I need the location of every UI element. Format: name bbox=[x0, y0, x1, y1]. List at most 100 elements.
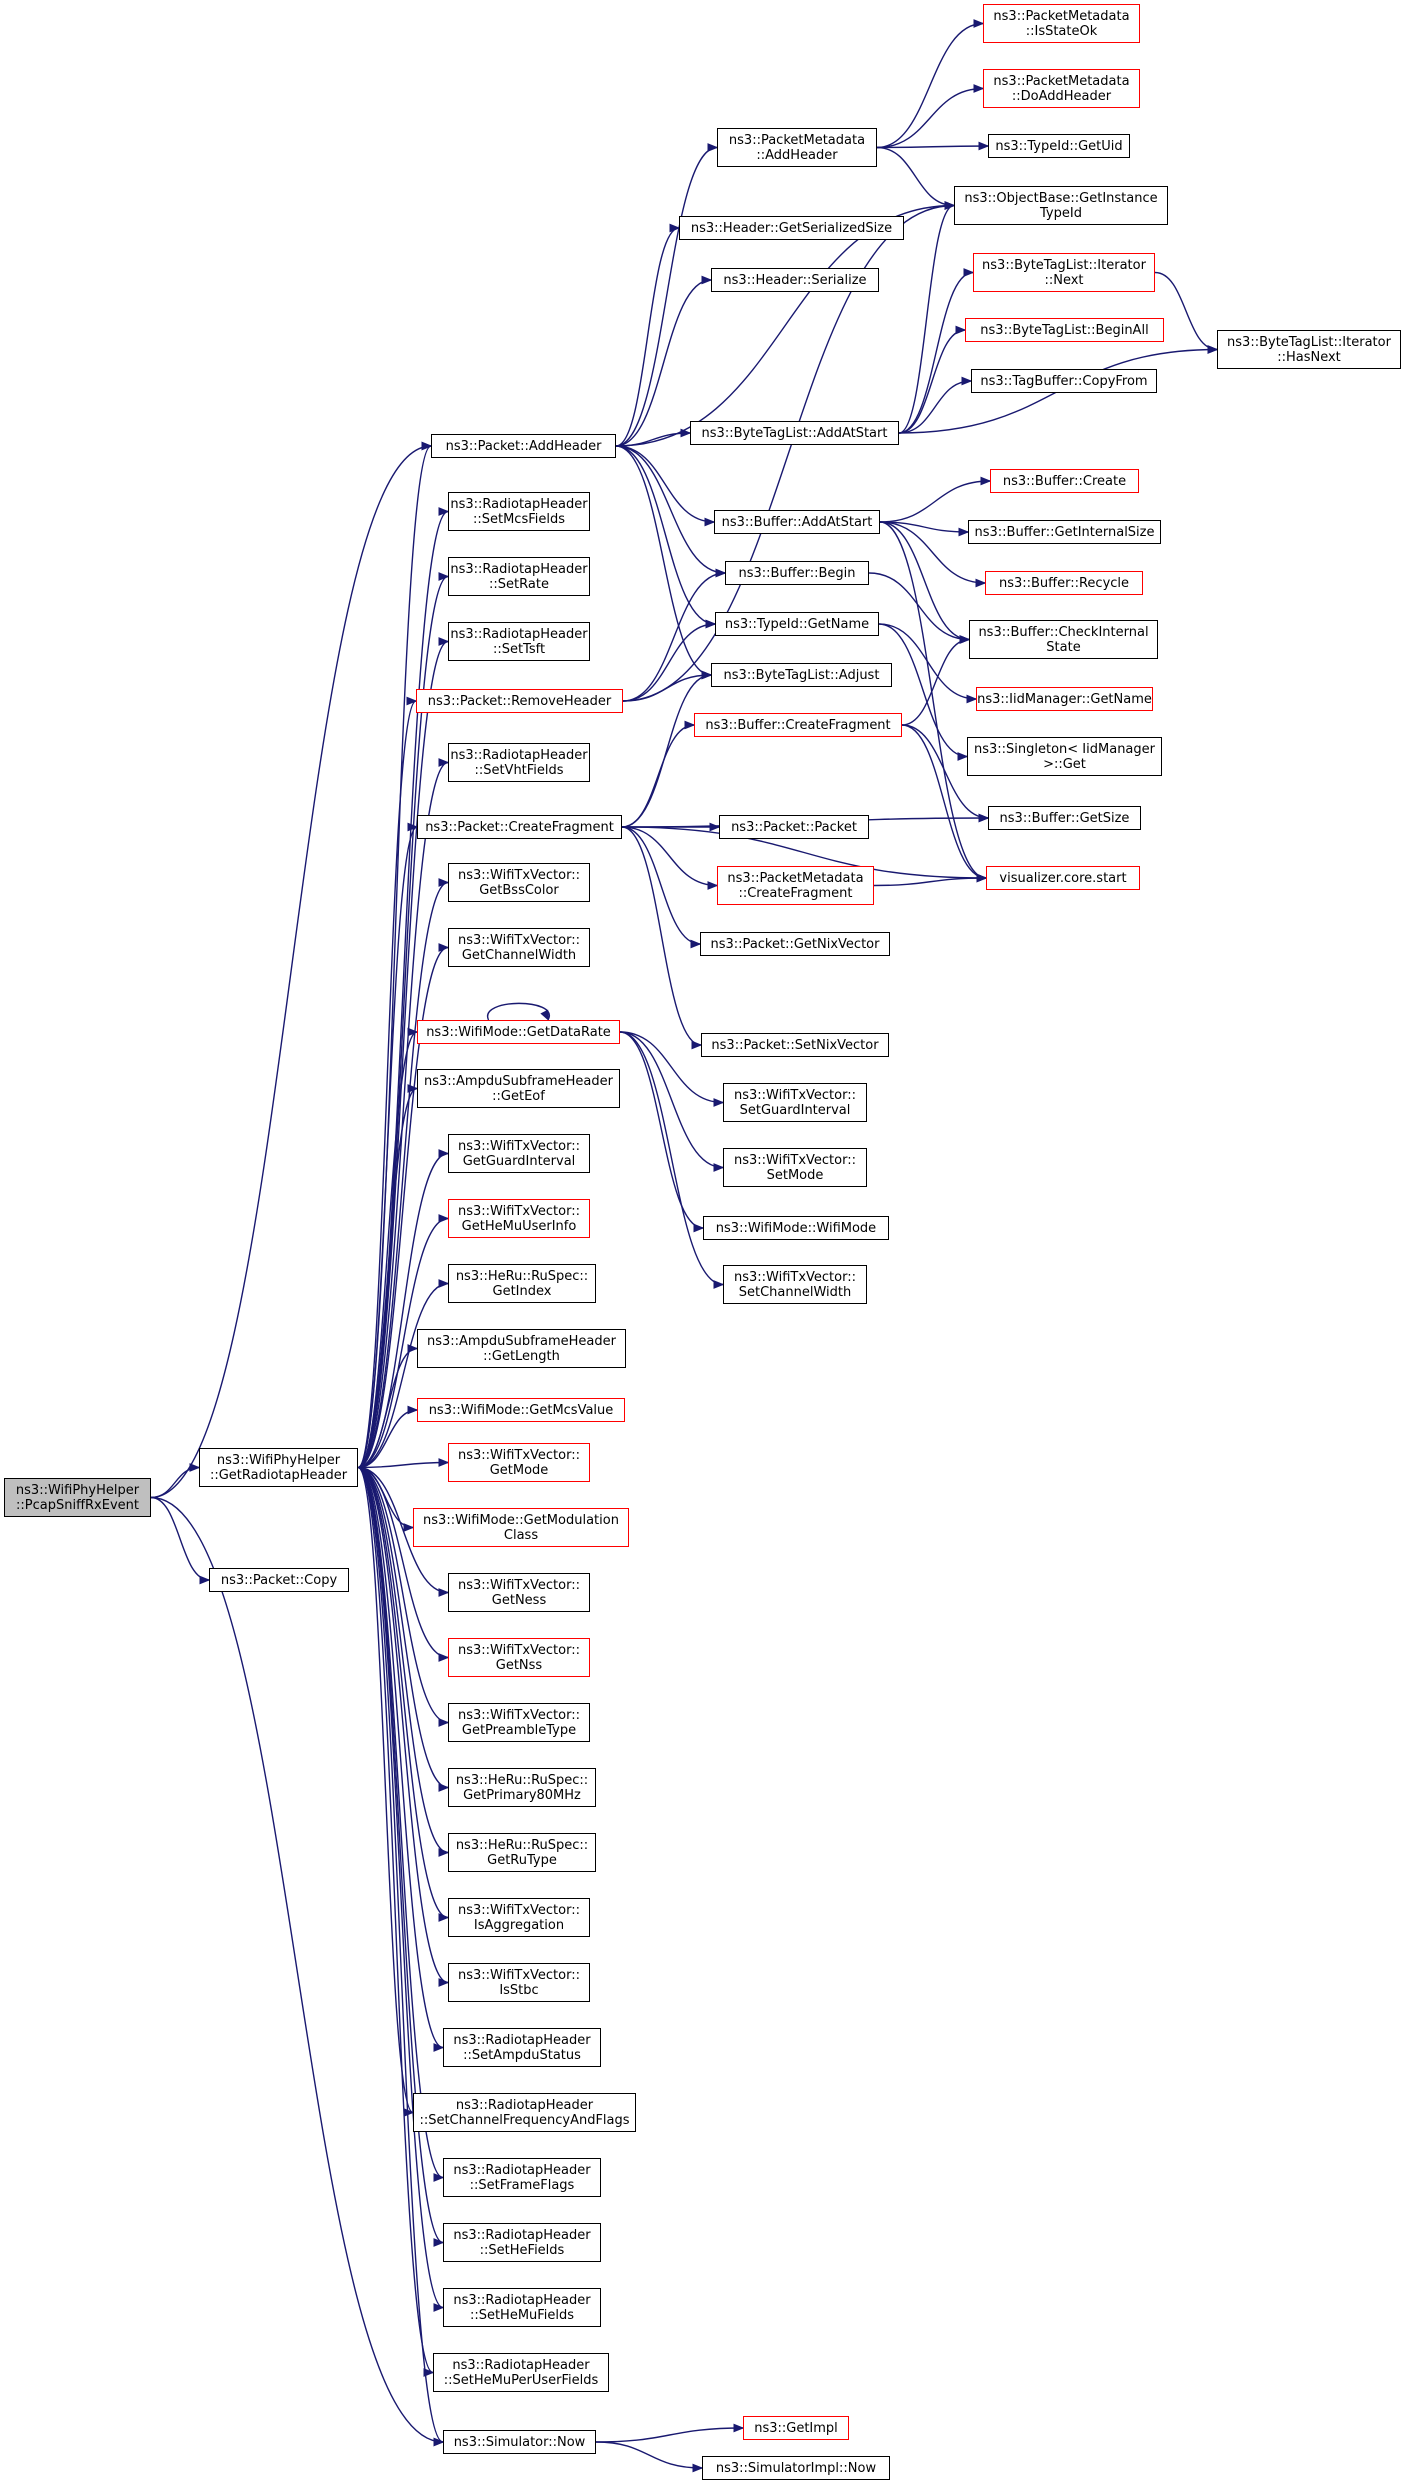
edge-simnow-to-getimpl bbox=[595, 2427, 744, 2443]
node-removeheader[interactable]: ns3::Packet::RemoveHeader bbox=[416, 689, 623, 713]
node-setnixvector[interactable]: ns3::Packet::SetNixVector bbox=[701, 1033, 889, 1057]
edge-arrowhead bbox=[959, 635, 971, 644]
edge-arrowhead bbox=[705, 619, 717, 629]
node-label: ns3::GetImpl bbox=[754, 2420, 838, 2436]
edge-arrowhead bbox=[438, 1848, 450, 1857]
node-wifimode[interactable]: ns3::WifiMode::WifiMode bbox=[703, 1216, 889, 1240]
node-createfragment[interactable]: ns3::Packet::CreateFragment bbox=[417, 815, 622, 839]
edge-arrowhead bbox=[704, 517, 716, 527]
node-sethefields[interactable]: ns3::RadiotapHeader::SetHeFields bbox=[443, 2223, 601, 2262]
node-bufcreate[interactable]: ns3::Buffer::Create bbox=[990, 469, 1139, 493]
node-setchannelfreq[interactable]: ns3::RadiotapHeader::SetChannelFrequency… bbox=[413, 2093, 636, 2132]
node-doaddheader[interactable]: ns3::PacketMetadata::DoAddHeader bbox=[983, 69, 1140, 108]
node-btlbeginall[interactable]: ns3::ByteTagList::BeginAll bbox=[965, 318, 1164, 342]
node-getlength[interactable]: ns3::AmpduSubframeHeader::GetLength bbox=[417, 1329, 626, 1368]
edge-getradiotap-to-setampdustatus bbox=[357, 1466, 444, 2049]
node-typeidgetuid[interactable]: ns3::TypeId::GetUid bbox=[988, 134, 1130, 158]
node-btladdatstart[interactable]: ns3::ByteTagList::AddAtStart bbox=[690, 421, 899, 445]
node-btlitnext[interactable]: ns3::ByteTagList::Iterator::Next bbox=[973, 253, 1155, 292]
node-setmcsfields[interactable]: ns3::RadiotapHeader::SetMcsFields bbox=[448, 492, 590, 531]
node-pmcreatefragment[interactable]: ns3::PacketMetadata::CreateFragment bbox=[717, 866, 874, 905]
node-packetcopy[interactable]: ns3::Packet::Copy bbox=[209, 1568, 349, 1592]
node-tagbuffercopyfrom[interactable]: ns3::TagBuffer::CopyFrom bbox=[971, 369, 1157, 393]
node-isaggregation[interactable]: ns3::WifiTxVector::IsAggregation bbox=[448, 1898, 590, 1937]
edge-bufaddatstart-to-bufcreate bbox=[879, 480, 991, 523]
node-getradiotap[interactable]: ns3::WifiPhyHelper::GetRadiotapHeader bbox=[199, 1448, 358, 1487]
node-addheader[interactable]: ns3::Packet::AddHeader bbox=[431, 434, 616, 458]
node-getimpl[interactable]: ns3::GetImpl bbox=[743, 2416, 849, 2440]
node-label: ns3::Buffer::CreateFragment bbox=[705, 717, 891, 733]
node-settsft[interactable]: ns3::RadiotapHeader::SetTsft bbox=[448, 622, 590, 661]
edge-arrowhead bbox=[701, 670, 713, 680]
node-vizstart[interactable]: visualizer.core.start bbox=[986, 866, 1140, 890]
node-label: SetChannelWidth bbox=[738, 1284, 852, 1300]
node-singletonget[interactable]: ns3::Singleton< IidManager>::Get bbox=[967, 737, 1162, 776]
edge-root-to-simnow bbox=[150, 1496, 444, 2443]
node-setguardinterval[interactable]: ns3::WifiTxVector::SetGuardInterval bbox=[723, 1083, 867, 1122]
node-bufgetsize[interactable]: ns3::Buffer::GetSize bbox=[988, 806, 1141, 830]
node-getpreambletype[interactable]: ns3::WifiTxVector::GetPreambleType bbox=[448, 1703, 590, 1742]
node-packetpacket[interactable]: ns3::Packet::Packet bbox=[719, 815, 869, 839]
node-label: >::Get bbox=[1043, 756, 1086, 772]
node-headerserialize[interactable]: ns3::Header::Serialize bbox=[711, 268, 879, 292]
node-getdatarate[interactable]: ns3::WifiMode::GetDataRate bbox=[417, 1020, 620, 1044]
node-label: ::SetHeFields bbox=[479, 2242, 565, 2258]
node-setframeflags[interactable]: ns3::RadiotapHeader::SetFrameFlags bbox=[443, 2158, 601, 2197]
node-typeidgetname[interactable]: ns3::TypeId::GetName bbox=[715, 612, 879, 636]
node-label: visualizer.core.start bbox=[999, 870, 1127, 886]
node-getguardinterval[interactable]: ns3::WifiTxVector::GetGuardInterval bbox=[448, 1134, 590, 1173]
node-label: ns3::AmpduSubframeHeader bbox=[424, 1073, 613, 1089]
node-setmode[interactable]: ns3::WifiTxVector::SetMode bbox=[723, 1148, 867, 1187]
node-bufgetinternalsize[interactable]: ns3::Buffer::GetInternalSize bbox=[968, 520, 1161, 544]
node-setrate[interactable]: ns3::RadiotapHeader::SetRate bbox=[448, 557, 590, 596]
edge-getradiotap-to-getindex bbox=[357, 1282, 449, 1469]
node-simimplnow[interactable]: ns3::SimulatorImpl::Now bbox=[702, 2456, 890, 2480]
node-gethemuuserinfo[interactable]: ns3::WifiTxVector::GetHeMuUserInfo bbox=[448, 1199, 590, 1238]
node-getbsscolor[interactable]: ns3::WifiTxVector::GetBssColor bbox=[448, 863, 590, 902]
node-bufcreatefragment[interactable]: ns3::Buffer::CreateFragment bbox=[694, 713, 902, 737]
node-btladjust[interactable]: ns3::ByteTagList::Adjust bbox=[711, 663, 892, 687]
node-getnss[interactable]: ns3::WifiTxVector::GetNss bbox=[448, 1638, 590, 1677]
node-btlithasnext[interactable]: ns3::ByteTagList::Iterator::HasNext bbox=[1217, 330, 1401, 369]
node-sethemufields[interactable]: ns3::RadiotapHeader::SetHeMuFields bbox=[443, 2288, 601, 2327]
node-label: ::CreateFragment bbox=[738, 885, 853, 901]
node-bufbegin[interactable]: ns3::Buffer::Begin bbox=[725, 561, 869, 585]
node-setvhtfields[interactable]: ns3::RadiotapHeader::SetVhtFields bbox=[448, 743, 590, 782]
node-label: ns3::WifiTxVector:: bbox=[733, 1269, 856, 1285]
node-bufaddatstart[interactable]: ns3::Buffer::AddAtStart bbox=[714, 510, 880, 534]
node-sethemuperuser[interactable]: ns3::RadiotapHeader::SetHeMuPerUserField… bbox=[433, 2353, 609, 2392]
edge-arrowhead bbox=[961, 376, 973, 386]
node-getchannelwidth[interactable]: ns3::WifiTxVector::GetChannelWidth bbox=[448, 928, 590, 967]
node-label: ns3::Singleton< IidManager bbox=[973, 741, 1155, 757]
node-getmcsvalue[interactable]: ns3::WifiMode::GetMcsValue bbox=[417, 1398, 625, 1422]
edge-arrowhead bbox=[978, 813, 990, 823]
node-label: ns3::WifiPhyHelper bbox=[15, 1482, 140, 1498]
node-getindex[interactable]: ns3::HeRu::RuSpec::GetIndex bbox=[448, 1264, 596, 1303]
node-setchannelwidth[interactable]: ns3::WifiTxVector::SetChannelWidth bbox=[723, 1265, 867, 1304]
node-label: GetHeMuUserInfo bbox=[461, 1218, 577, 1234]
node-getmode[interactable]: ns3::WifiTxVector::GetMode bbox=[448, 1443, 590, 1482]
node-getserializedsize[interactable]: ns3::Header::GetSerializedSize bbox=[679, 216, 904, 240]
node-simnow[interactable]: ns3::Simulator::Now bbox=[443, 2430, 596, 2454]
node-getprimary80[interactable]: ns3::HeRu::RuSpec::GetPrimary80MHz bbox=[448, 1768, 596, 1807]
edge-addheader-to-pmaddheader bbox=[615, 146, 718, 447]
node-setampdustatus[interactable]: ns3::RadiotapHeader::SetAmpduStatus bbox=[443, 2028, 601, 2067]
edge-pmaddheader-to-isstateok bbox=[876, 22, 984, 149]
node-label: ns3::RadiotapHeader bbox=[450, 496, 588, 512]
node-iidgetname[interactable]: ns3::IidManager::GetName bbox=[976, 687, 1153, 711]
node-getrutype[interactable]: ns3::HeRu::RuSpec::GetRuType bbox=[448, 1833, 596, 1872]
node-label: ns3::Packet::CreateFragment bbox=[425, 819, 614, 835]
node-getnixvector[interactable]: ns3::Packet::GetNixVector bbox=[700, 932, 890, 956]
edge-getradiotap-to-getlength bbox=[357, 1347, 418, 1469]
edge-pmaddheader-to-doaddheader bbox=[876, 87, 984, 149]
node-isstateok[interactable]: ns3::PacketMetadata::IsStateOk bbox=[983, 4, 1140, 43]
node-label: ns3::RadiotapHeader bbox=[455, 2097, 594, 2113]
node-isstbc[interactable]: ns3::WifiTxVector::IsStbc bbox=[448, 1963, 590, 2002]
node-pmaddheader[interactable]: ns3::PacketMetadata::AddHeader bbox=[717, 128, 877, 167]
node-geteof[interactable]: ns3::AmpduSubframeHeader::GetEof bbox=[417, 1069, 620, 1108]
node-getness[interactable]: ns3::WifiTxVector::GetNess bbox=[448, 1573, 590, 1612]
node-bufrecycle[interactable]: ns3::Buffer::Recycle bbox=[985, 571, 1143, 595]
